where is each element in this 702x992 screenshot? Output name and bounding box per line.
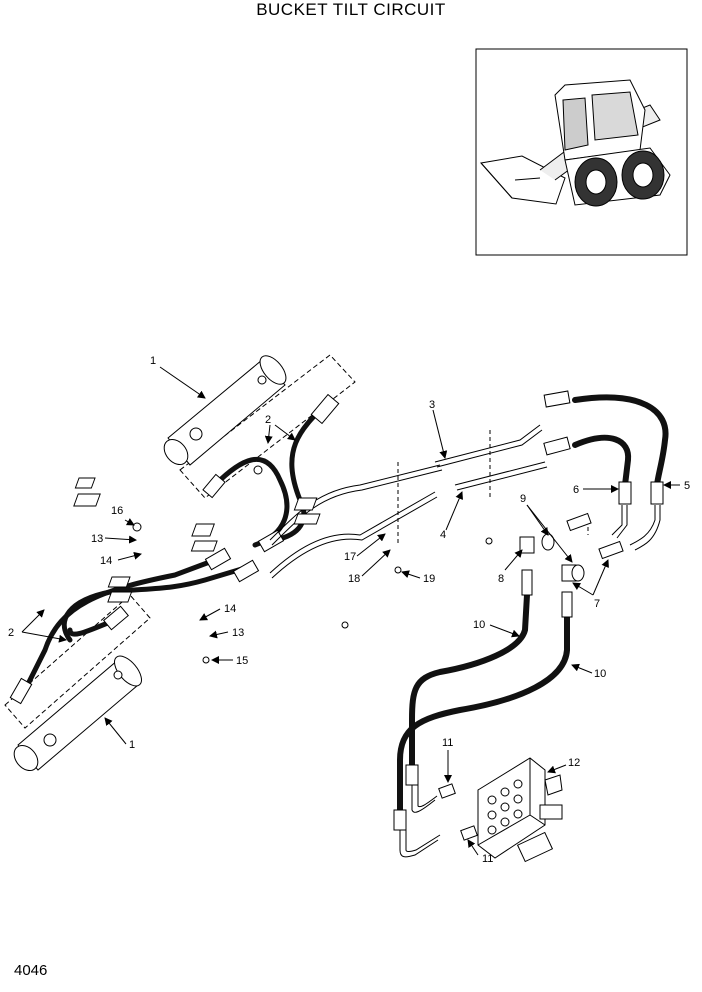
callout-14-right: 14: [224, 603, 236, 615]
callout-6: 6: [573, 484, 579, 496]
callout-18: 18: [348, 573, 360, 585]
callout-11-lower: 11: [482, 853, 493, 865]
hydraulic-hoses: [22, 394, 669, 818]
callout-labels: 1 2 3 4 5 6 7 8 9 10 10 11 11 12 13 13 1…: [8, 355, 690, 865]
callout-11-upper: 11: [442, 737, 453, 749]
callout-7: 7: [594, 598, 600, 610]
lower-cylinder: [4, 594, 151, 772]
callout-3: 3: [429, 399, 435, 411]
callout-2-upper: 2: [265, 414, 271, 426]
callout-15: 15: [236, 655, 248, 667]
callout-13-right: 13: [232, 627, 244, 639]
callout-9: 9: [520, 493, 526, 505]
callout-17: 17: [344, 551, 356, 563]
callout-16: 16: [111, 505, 123, 517]
page-number: 4046: [14, 962, 48, 979]
callout-4: 4: [440, 529, 446, 541]
callout-14-left: 14: [100, 555, 112, 567]
callout-12: 12: [568, 757, 580, 769]
callout-8: 8: [498, 573, 504, 585]
diagram-title: BUCKET TILT CIRCUIT: [256, 0, 446, 19]
callout-5: 5: [684, 480, 690, 492]
upper-cylinder: [163, 354, 356, 499]
callout-2-lower: 2: [8, 627, 14, 639]
callout-10-upper: 10: [473, 619, 485, 631]
callout-19: 19: [423, 573, 435, 585]
loader-inset: [475, 48, 688, 256]
callout-1-lower: 1: [129, 739, 135, 751]
leader-lines: [21, 366, 680, 856]
clamps: [73, 465, 624, 841]
steel-tubes: [269, 424, 661, 858]
callout-13-left: 13: [91, 533, 103, 545]
control-valve: [477, 757, 563, 863]
callout-1-upper: 1: [150, 355, 156, 367]
callout-10-lower: 10: [594, 668, 606, 680]
hose-fittings: [9, 390, 664, 831]
